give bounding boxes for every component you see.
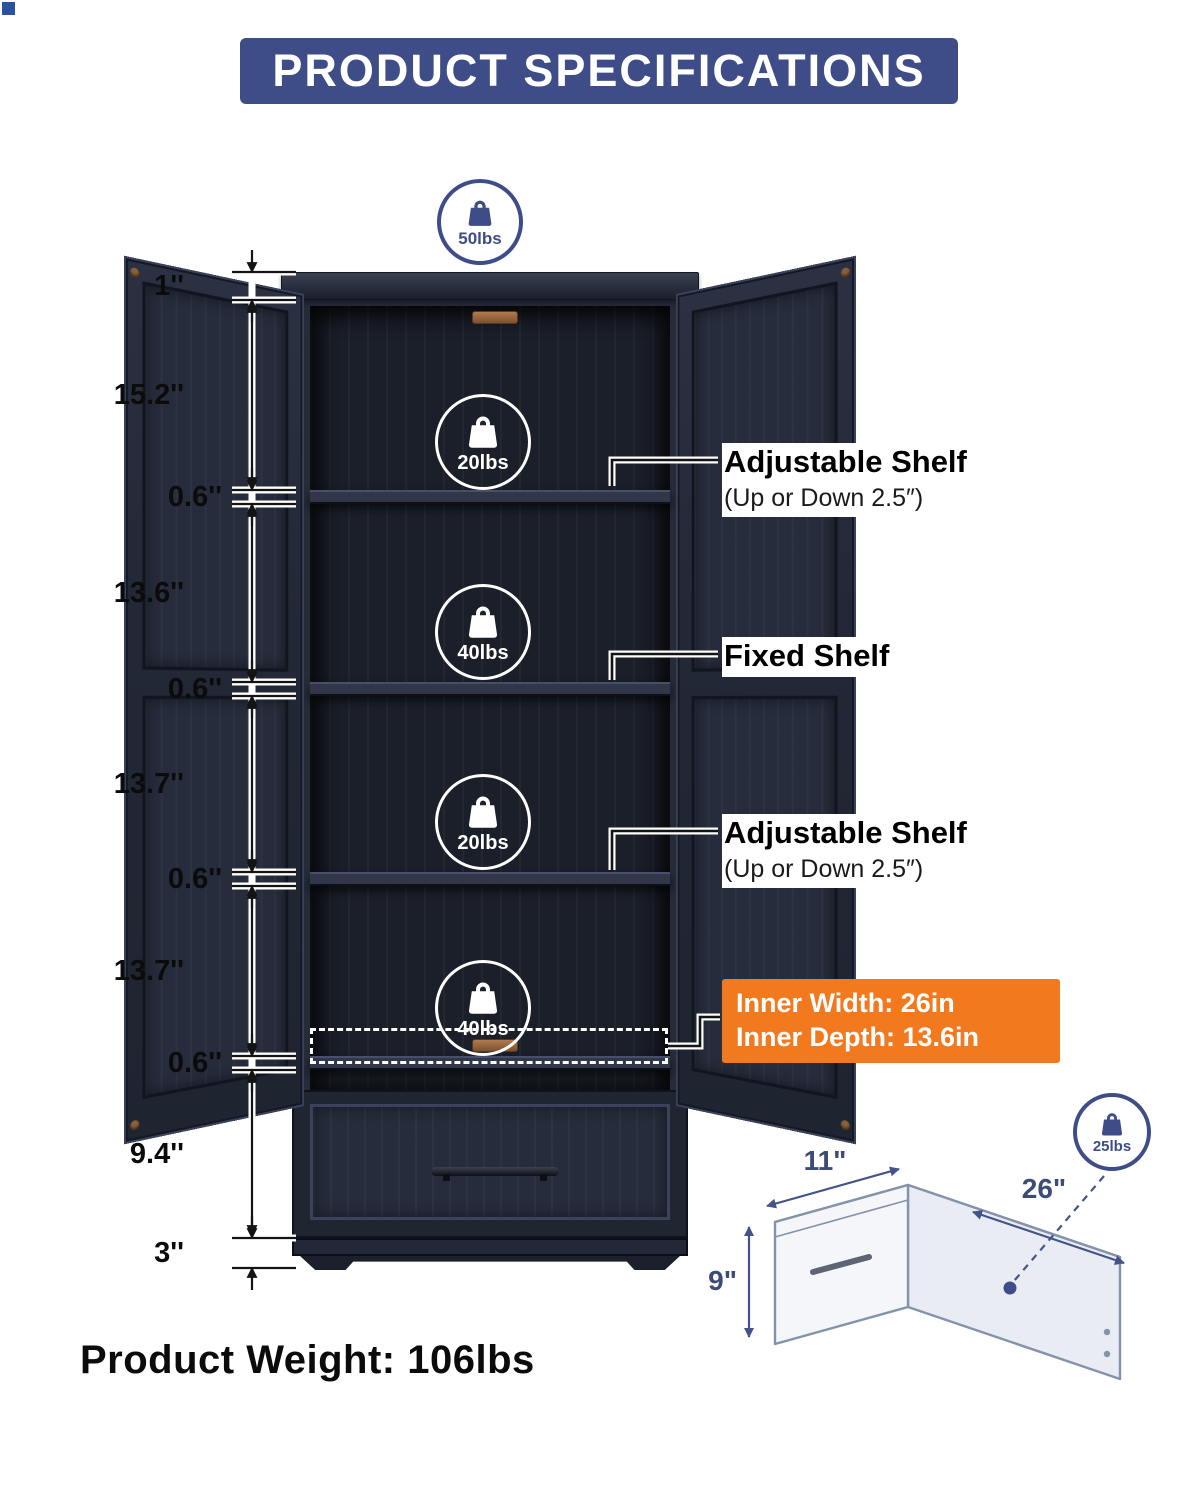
capacity-value: 20lbs [457,451,509,474]
weight-icon [468,982,498,1014]
inner-width-text: Inner Width: 26in [736,988,955,1018]
callout-subtitle: (Up or Down 2.5″) [724,855,924,884]
dimension-label-drawer: 9.4'' [129,1138,184,1170]
title-banner: PRODUCT SPECIFICATIONS [240,38,958,104]
drawer-dimension-labels: 11" 26" 9" [708,1145,1066,1296]
dimension-label-comp4: 13.7'' [113,955,184,987]
capacity-badge-shelf3: 20lbs [435,774,531,870]
callout-title: Fixed Shelf [724,638,890,673]
dimension-label-floor: 0.6'' [167,1047,222,1079]
inner-dimensions-callout: Inner Width: 26in Inner Depth: 13.6in [722,979,1060,1063]
weight-icon [1101,1113,1123,1136]
weight-icon [468,606,498,638]
door-catch-top [472,311,518,324]
dimension-label-shelf1: 0.6'' [167,481,222,513]
drawer-height-label: 9" [708,1265,737,1296]
product-weight: Product Weight: 106lbs [80,1338,535,1382]
inner-depth-text: Inner Depth: 13.6in [736,1021,980,1052]
door-screw [840,1119,850,1132]
capacity-badge-shelf4: 40lbs [435,960,531,1056]
corner-artifact [2,2,15,15]
cabinet-feet [300,1256,680,1270]
capacity-value: 50lbs [458,229,502,248]
capacity-badge-shelf1: 20lbs [435,394,531,490]
drawer-depth-label: 26" [1022,1173,1066,1204]
dimension-label-base: 3'' [154,1237,184,1269]
callout-fixed-shelf: Fixed Shelf [722,637,898,678]
cabinet-drawer [292,1090,688,1238]
callout-adjustable-shelf-top: Adjustable Shelf (Up or Down 2.5″) [722,443,975,518]
door-screw [840,266,850,279]
drawer-dimension-lines [744,1166,1125,1338]
weight-icon [468,200,492,226]
dimension-label-comp1: 15.2'' [113,379,184,411]
drawer-diagram-handle [810,1254,872,1275]
capacity-badge-top: 50lbs [437,179,523,265]
capacity-badge-drawer: 25lbs [1073,1093,1151,1171]
drawer-depth-point [1003,1281,1017,1295]
door-screw [130,1119,140,1132]
fixed-shelf [310,682,670,696]
capacity-value: 40lbs [457,641,509,664]
left-door-panel-top [142,281,289,672]
capacity-value: 20lbs [457,831,509,854]
drawer-handle [431,1167,559,1181]
drawer-width-label: 11" [804,1145,847,1176]
weight-icon [468,796,498,828]
adjustable-shelf-1 [310,490,670,504]
weight-icon [468,416,498,448]
callout-title: Adjustable Shelf [724,444,967,479]
dimension-label-comp2: 13.6'' [113,577,184,609]
dimension-label-crown: 1'' [154,270,184,302]
drawer-diagram [773,1183,1122,1381]
callout-adjustable-shelf-bottom: Adjustable Shelf (Up or Down 2.5″) [722,814,975,889]
adjustable-shelf-2 [310,872,670,886]
callout-title: Adjustable Shelf [724,815,967,850]
left-door-panel-bottom [142,695,289,1100]
capacity-value: 25lbs [1092,1138,1132,1155]
cabinet-top-crown [281,272,699,300]
dimension-label-shelf2: 0.6'' [167,673,222,705]
callout-subtitle: (Up or Down 2.5″) [724,484,924,513]
drawer-panel [310,1104,670,1220]
capacity-badge-shelf2: 40lbs [435,584,531,680]
capacity-value: 40lbs [457,1017,509,1040]
dimension-label-shelf3: 0.6'' [167,863,222,895]
dimension-label-comp3: 13.7'' [113,768,184,800]
page-title: PRODUCT SPECIFICATIONS [272,45,926,96]
cabinet-base [292,1238,688,1256]
